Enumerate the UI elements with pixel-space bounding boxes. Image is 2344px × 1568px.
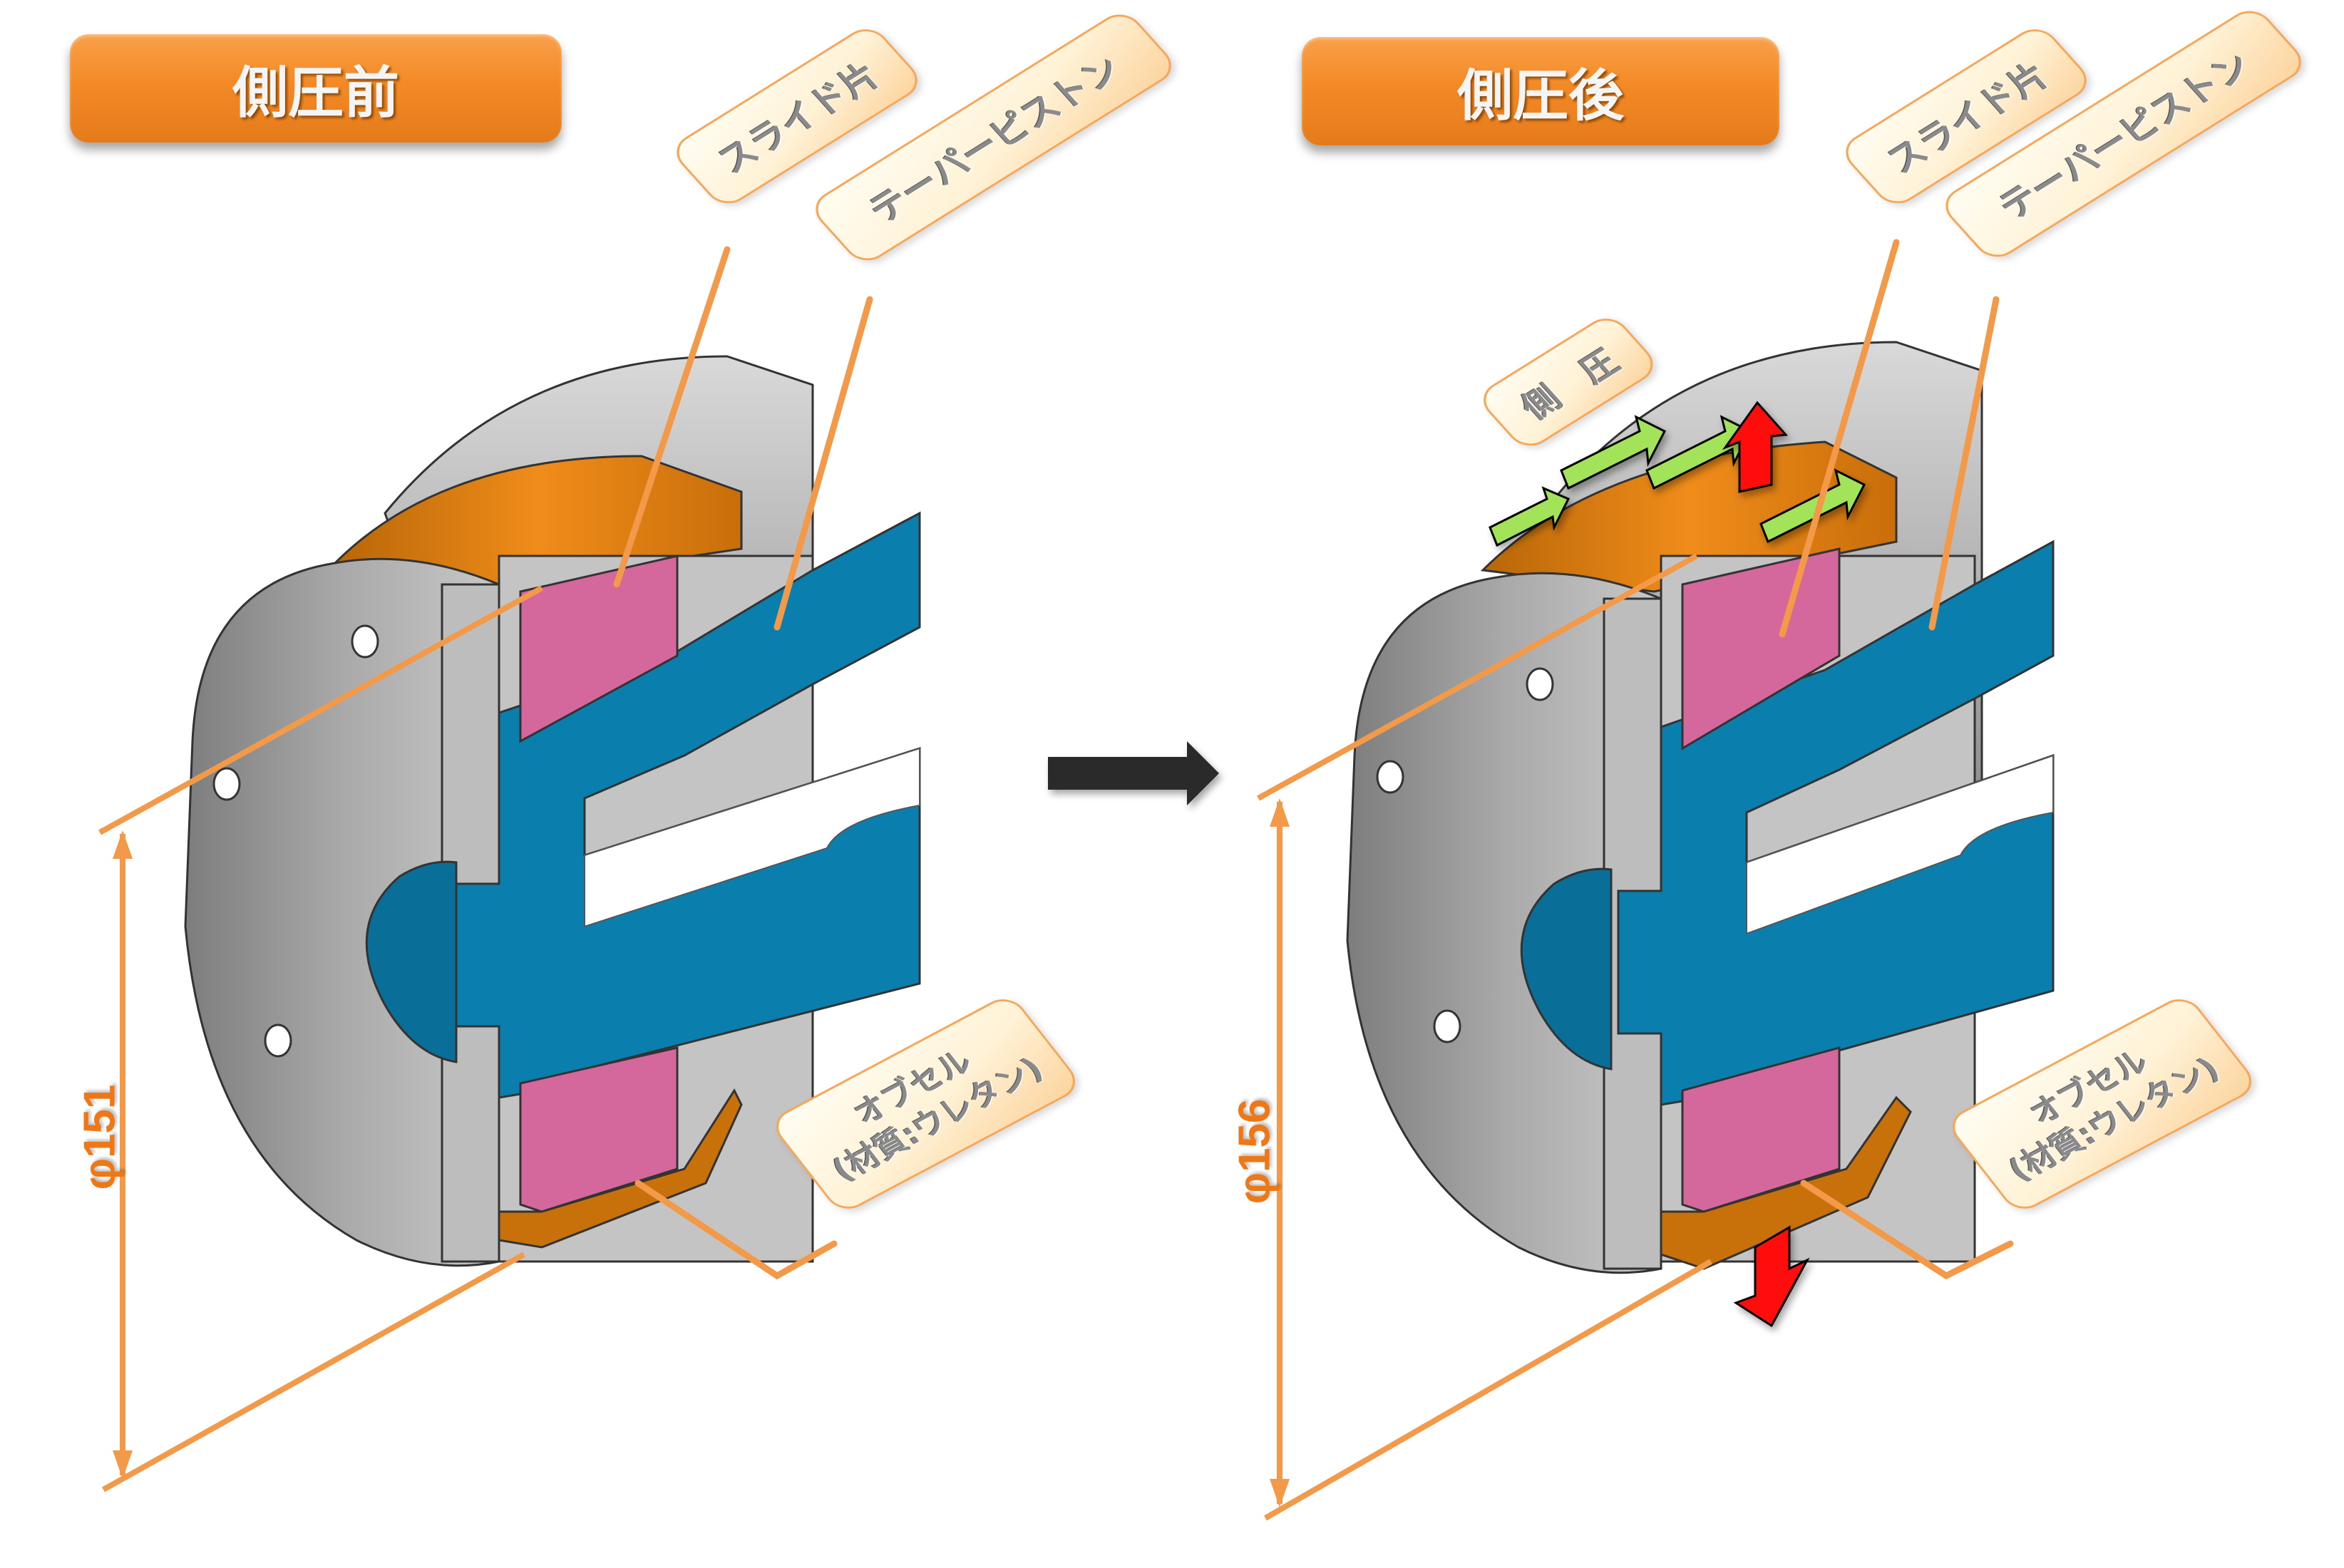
green-arrow-icon xyxy=(1489,486,1571,547)
dimension-lines xyxy=(98,553,1712,1521)
bolt-hole xyxy=(212,767,241,801)
title-after-char-1: 側 xyxy=(1456,64,1557,128)
dim-ext-top-after xyxy=(1257,553,1698,801)
transition-arrow-icon xyxy=(1048,741,1219,805)
piston-bore xyxy=(1746,754,2054,935)
red-arrow-down-icon xyxy=(1733,1225,1810,1328)
dim-ext-bottom-after xyxy=(1264,1259,1712,1521)
bolt-hole xyxy=(351,624,379,659)
title-after-char-3: 後 xyxy=(1568,64,1669,128)
green-arrow-icon xyxy=(1759,468,1866,544)
obcell-bottom xyxy=(498,1088,743,1249)
bolt-hole xyxy=(1526,667,1554,701)
title-after: 側 圧 後 xyxy=(1302,37,1779,145)
assembly-after xyxy=(1346,341,2055,1328)
dim-arrowhead-top xyxy=(1270,798,1290,827)
dim-ext-top-before xyxy=(98,585,543,835)
bolt-hole xyxy=(1376,760,1404,794)
leader-taper-piston-before xyxy=(773,296,873,631)
side-pressure-arrows xyxy=(1489,415,1866,547)
dim-arrowhead-bottom xyxy=(1270,1479,1290,1507)
dimension-label-after: φ156 xyxy=(1230,1098,1280,1205)
dim-arrowhead-top xyxy=(113,830,133,859)
piston-bore xyxy=(584,747,920,928)
leader-slide-piece-before xyxy=(613,246,731,588)
green-arrow-icon xyxy=(1560,415,1667,490)
slide-piece-top xyxy=(1681,547,1841,751)
leader-slide-piece-after xyxy=(1779,239,1900,638)
center-bore xyxy=(1520,867,1613,1071)
obcell-bottom xyxy=(1660,1095,1912,1270)
bolt-hole xyxy=(1433,1009,1461,1043)
dim-arrowhead-bottom xyxy=(113,1450,133,1479)
bolt-hole xyxy=(264,1023,292,1058)
leader-obcell-before xyxy=(634,1180,838,1280)
title-after-char-2: 圧 xyxy=(1512,64,1613,128)
assembly-before xyxy=(184,355,921,1267)
dim-ext-bottom-before xyxy=(102,1252,525,1492)
title-before-char-2: 圧 xyxy=(287,61,388,125)
title-before: 側 圧 前 xyxy=(70,34,562,143)
dimension-label-before: φ151 xyxy=(75,1084,125,1190)
title-before-char-3: 前 xyxy=(344,61,444,125)
leader-taper-piston-after xyxy=(1928,296,2000,631)
red-arrow-up-icon xyxy=(1722,401,1789,493)
title-before-char-1: 側 xyxy=(232,61,332,125)
leader-lines xyxy=(613,239,2014,1280)
center-bore xyxy=(365,860,458,1063)
obcell-top xyxy=(332,455,743,586)
leader-obcell-after xyxy=(1800,1180,2014,1280)
